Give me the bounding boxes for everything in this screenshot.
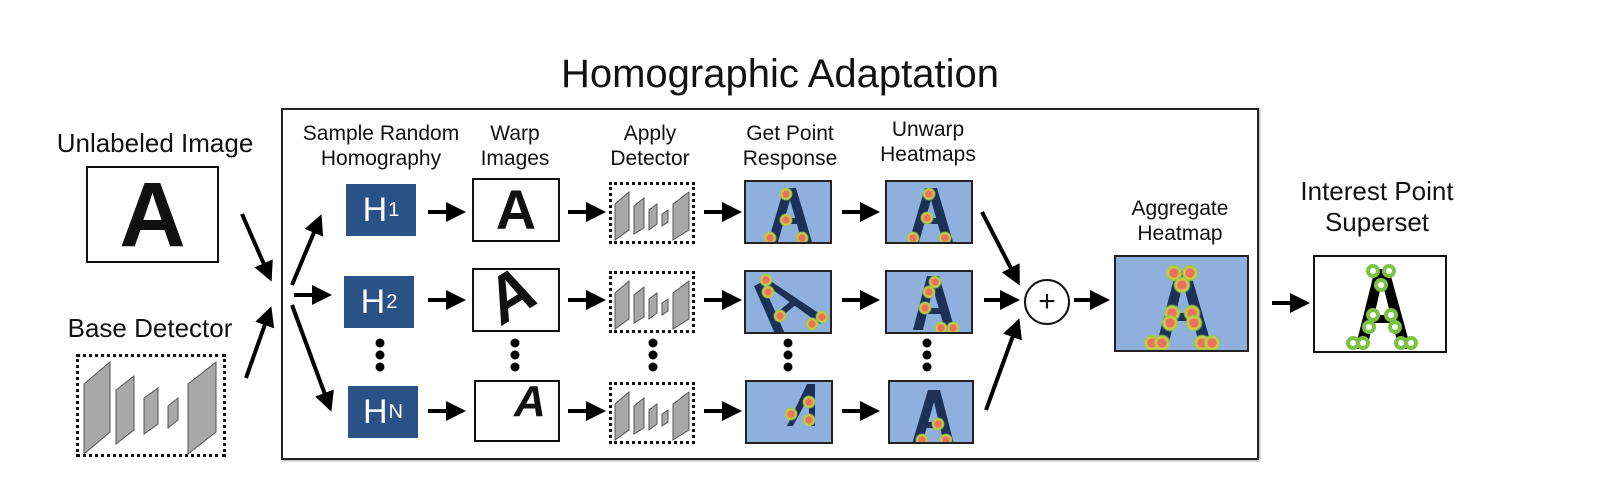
sum-operator: + (1024, 279, 1070, 325)
heatmap-graphic (754, 273, 829, 332)
stage-label-line: Response (742, 147, 838, 171)
network-layers-icon (614, 279, 690, 330)
output-label-line: Interest Point (1300, 176, 1454, 206)
network-layers-icon (614, 390, 690, 441)
stage-label-line: Warp (490, 122, 540, 145)
aggregate-heatmap (1114, 255, 1249, 352)
letter-a-glyph: A (495, 178, 537, 241)
stage-label-response: Get Point Response (735, 121, 845, 171)
superset-graphic (1346, 264, 1418, 350)
base-detector-label: Base Detector (67, 313, 233, 343)
diagram-title: Homographic Adaptation (560, 52, 1000, 96)
homography-subscript: 2 (386, 290, 398, 313)
point-response-1 (744, 180, 832, 244)
stage-label-line: Homography (320, 147, 442, 171)
unlabeled-image-label: Unlabeled Image (56, 128, 254, 158)
stage-label-line: Apply (623, 122, 677, 145)
unwarped-heatmap-n (888, 380, 974, 444)
homography-letter: H (362, 190, 388, 229)
plus-icon: + (1038, 285, 1056, 318)
interest-point-superset (1313, 255, 1447, 353)
heatmap-graphic (1143, 264, 1221, 350)
network-layers-icon (614, 190, 690, 241)
heatmap-graphic (906, 187, 953, 242)
detector-2 (609, 271, 695, 333)
output-label-line: Superset (1324, 207, 1430, 238)
base-detector (76, 354, 226, 457)
arrow-branch-n (290, 304, 334, 412)
arrow-rown-to-sum (984, 318, 1022, 411)
warped-image-1: A (472, 178, 560, 242)
stage-label-line: Get Point (746, 122, 834, 145)
stage-label-line: Aggregate (1131, 197, 1229, 220)
point-response-2 (744, 270, 832, 334)
stage-label-warp: Warp Images (470, 121, 560, 171)
stage-label-line: Sample Random (302, 122, 460, 145)
warped-image-2: A (472, 268, 560, 332)
homography-subscript: N (388, 400, 403, 423)
arrow-row1-to-sum (980, 211, 1020, 286)
point-response-n (745, 380, 833, 444)
detector-1 (609, 182, 695, 244)
homographic-adaptation-frame (281, 108, 1259, 460)
letter-a-glyph: A (514, 380, 546, 426)
arrow-image-to-frame (240, 213, 273, 282)
unlabeled-image: A (86, 166, 219, 263)
heatmap-graphic (912, 390, 954, 442)
arrow-detector-to-frame (244, 306, 275, 379)
unwarped-heatmap-1 (885, 180, 973, 244)
unwarped-heatmap-2 (885, 270, 973, 334)
stage-label-line: Heatmap (1137, 222, 1223, 246)
heatmap-graphic (784, 384, 816, 427)
stage-label-apply: Apply Detector (600, 121, 700, 171)
homography-subscript: 1 (388, 198, 400, 221)
detector-n (609, 382, 695, 444)
arrow-branch-1 (290, 214, 324, 286)
interest-point-superset-label: Interest Point Superset (1282, 176, 1472, 238)
stage-label-unwarp: Unwarp Heatmaps (872, 117, 984, 167)
stage-label-sample: Sample Random Homography (296, 121, 466, 171)
stage-label-line: Images (480, 147, 550, 171)
network-layers-icon (83, 360, 217, 456)
heatmap-graphic (913, 275, 960, 332)
aggregate-heatmap-label: Aggregate Heatmap (1112, 196, 1248, 246)
homography-letter: H (362, 392, 388, 431)
homography-letter: H (360, 282, 386, 321)
heatmap-graphic (763, 187, 812, 242)
stage-label-line: Detector (610, 147, 690, 171)
warped-image-n: A (474, 380, 560, 442)
letter-a-glyph: A (119, 166, 186, 263)
letter-a-glyph: A (477, 268, 545, 332)
stage-label-line: Unwarp (891, 118, 965, 141)
stage-label-line: Heatmaps (880, 143, 976, 167)
